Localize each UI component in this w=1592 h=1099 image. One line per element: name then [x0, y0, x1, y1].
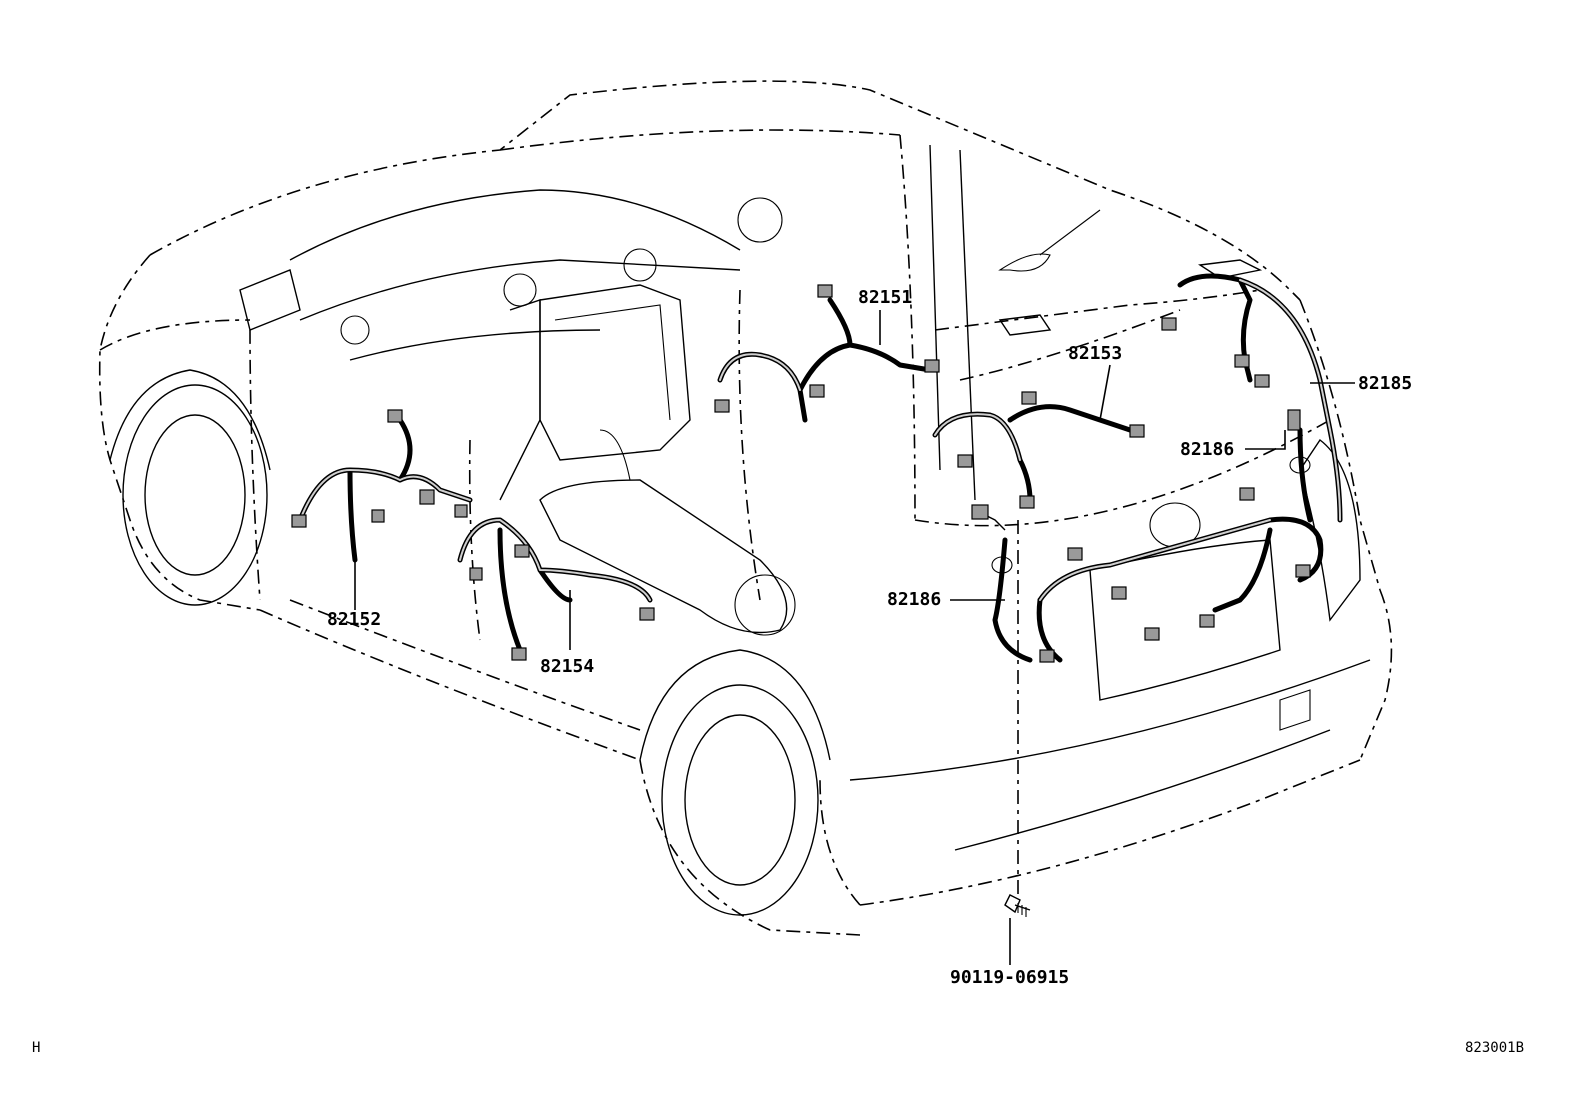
instrument-harness [714, 284, 940, 423]
part-number-82152[interactable]: 82152 [327, 609, 382, 630]
bolt-icon [1004, 894, 1031, 917]
car-body-detail [109, 144, 1371, 916]
part-number-90119-06915[interactable]: 90119-06915 [950, 967, 1070, 988]
part-number-82186-upper[interactable]: 82186 [1180, 439, 1235, 460]
door-grommet-harness [971, 504, 1083, 663]
part-number-82185[interactable]: 82185 [1358, 373, 1413, 394]
part-number-82186-lower[interactable]: 82186 [887, 589, 942, 610]
part-number-82153[interactable]: 82153 [1068, 343, 1123, 364]
footer-diagram-code: 823001B [1465, 1040, 1525, 1056]
floor-harness-center [457, 517, 655, 661]
leader-lines [354, 310, 1355, 965]
car-body-outline [98, 80, 1393, 936]
floor-harness-front [291, 409, 473, 563]
back-door-harness [1161, 273, 1343, 523]
part-number-82154[interactable]: 82154 [540, 656, 595, 677]
back-door-harness-lower [1036, 409, 1324, 663]
footer-left-code: H [32, 1040, 41, 1056]
rear-deck-harness [932, 391, 1145, 509]
part-number-82151[interactable]: 82151 [858, 287, 913, 308]
